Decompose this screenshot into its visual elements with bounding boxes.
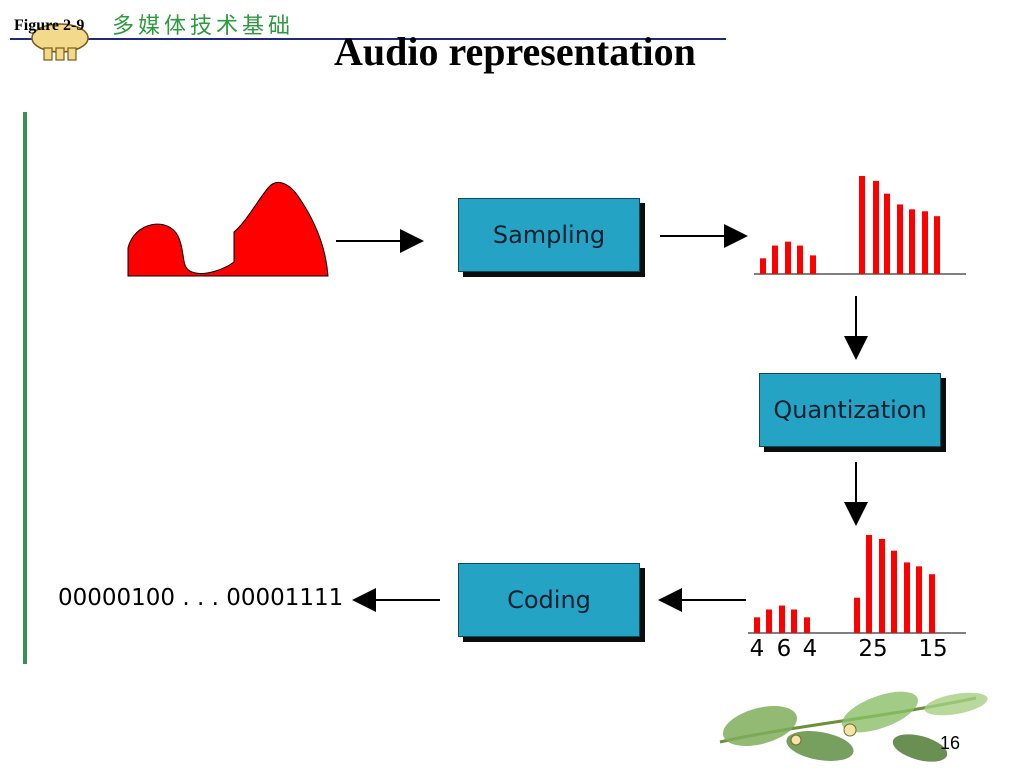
- quantized-bar: [916, 566, 922, 633]
- quantized-label: 4: [749, 636, 765, 662]
- sample-bar: [797, 245, 803, 274]
- quantized-bar: [791, 609, 797, 633]
- quantized-bar: [766, 609, 772, 633]
- quantized-bar: [879, 538, 885, 633]
- logo-icon: [31, 23, 89, 61]
- quantized-label: 15: [918, 636, 948, 662]
- quantization-label: Quantization: [773, 396, 927, 424]
- accent-bar: [23, 112, 27, 664]
- quantized-label: 25: [858, 636, 888, 662]
- quantized-bar: [904, 562, 910, 633]
- quantized-bar: [804, 617, 810, 633]
- quantized-label: 4: [802, 636, 818, 662]
- quantized-bar: [779, 605, 785, 633]
- sample-bar: [859, 176, 865, 274]
- quantized-bar: [866, 535, 872, 633]
- sample-bar: [884, 193, 890, 274]
- course-title: 多媒体技术基础: [112, 14, 295, 39]
- sampling-label: Sampling: [492, 221, 606, 249]
- sample-bar: [760, 258, 766, 274]
- figure-label: Figure 2-9: [14, 17, 85, 34]
- quantized-bars: [754, 535, 935, 633]
- leaf-decoration: [719, 691, 988, 762]
- page-number: 16: [940, 733, 961, 753]
- sample-bar: [934, 216, 940, 274]
- sample-bar: [909, 209, 915, 274]
- coding-box: Coding: [458, 563, 640, 637]
- header-rule: [10, 38, 726, 40]
- quantized-label: 6: [776, 636, 792, 662]
- sample-bar: [922, 211, 928, 274]
- sample-bar: [873, 180, 879, 274]
- digital-output: 00000100 . . . 00001111: [58, 585, 344, 611]
- sampling-box: Sampling: [458, 198, 640, 272]
- coding-label: Coding: [507, 586, 591, 614]
- sample-bar: [810, 255, 816, 274]
- page-title: Audio representation: [334, 29, 696, 74]
- quantized-bar: [854, 597, 860, 633]
- sample-bar: [897, 204, 903, 274]
- sample-bar: [785, 241, 791, 274]
- sample-bar: [772, 245, 778, 274]
- sampled-bars: [760, 176, 940, 274]
- quantized-bar: [891, 550, 897, 633]
- quantized-bar: [754, 617, 760, 633]
- quantization-box: Quantization: [759, 373, 941, 447]
- quantized-bar: [929, 574, 935, 633]
- analog-waveform: [127, 181, 329, 277]
